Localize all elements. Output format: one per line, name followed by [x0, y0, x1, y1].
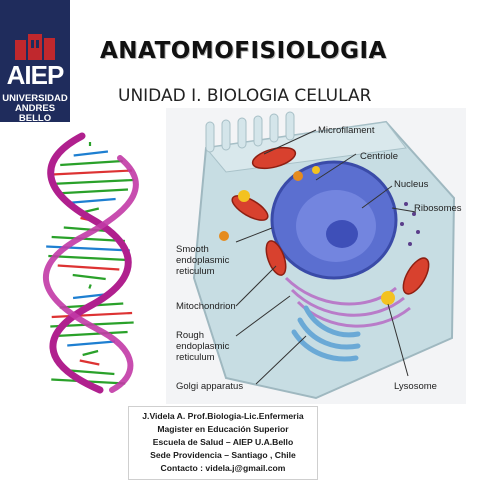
dna-base-pair	[46, 245, 130, 252]
label-lysosome: Lysosome	[394, 381, 437, 392]
dna-base-pair	[51, 169, 132, 176]
ribosomes	[400, 202, 420, 246]
label-rough-er-line2: endoplasmic	[176, 341, 230, 352]
microvilli	[205, 111, 295, 153]
dna-base-pair	[51, 235, 125, 243]
logo-university: UNIVERSIDAD ANDRES BELLO	[0, 94, 70, 124]
label-nucleus: Nucleus	[394, 179, 429, 190]
author-campus-line: Sede Providencia – Santiago , Chile	[150, 450, 296, 460]
dna-base-pair	[55, 330, 128, 338]
label-rough-er-line3: reticulum	[176, 352, 215, 363]
logo-brand: AIEP	[6, 60, 65, 90]
label-rough-er: Rough endoplasmic reticulum	[176, 330, 229, 363]
label-smooth-er-line3: reticulum	[176, 266, 215, 277]
animal-cell-diagram	[166, 108, 466, 404]
callout-lines	[235, 129, 417, 385]
logo-university-line2: ANDRES BELLO	[14, 103, 56, 124]
label-smooth-er: Smooth endoplasmic reticulum	[176, 244, 229, 277]
author-school-line: Escuela de Salud – AIEP U.A.Bello	[152, 437, 294, 447]
page-title: ANATOMOFISIOLOGIA	[100, 38, 387, 64]
aiep-logo: AIEP UNIVERSIDAD ANDRES BELLO	[0, 0, 70, 124]
label-rough-er-line1: Rough	[176, 330, 204, 341]
dna-base-pair	[73, 150, 109, 157]
dna-base-pair	[57, 264, 120, 271]
dna-base-pair	[55, 188, 129, 195]
dna-base-pair	[67, 340, 116, 347]
golgi-apparatus	[291, 305, 361, 362]
dna-base-pair	[72, 273, 106, 281]
dna-base-pair	[60, 159, 123, 167]
author-degree-line: Magister en Educación Superior	[157, 424, 289, 434]
dna-base-pair	[50, 178, 134, 186]
dna-base-pair	[79, 359, 100, 366]
dna-base-pair	[51, 311, 133, 319]
nucleolus	[326, 220, 358, 248]
mitochondria	[231, 146, 430, 295]
author-contact-box: J.Videla A. Prof.Biologia-Lic.Enfermeria…	[128, 406, 318, 480]
label-mitochondrion: Mitochondrion	[176, 301, 236, 312]
dna-base-pair	[88, 284, 92, 289]
label-golgi-apparatus: Golgi apparatus	[176, 381, 244, 392]
dna-base-pair	[48, 254, 128, 262]
logo-university-line1: UNIVERSIDAD	[2, 93, 68, 104]
dna-base-pair	[82, 349, 99, 357]
label-microfilament: Microfilament	[318, 125, 375, 136]
label-smooth-er-line1: Smooth	[176, 244, 209, 255]
building-icon	[15, 34, 55, 60]
vesicles	[219, 166, 395, 305]
label-centriole: Centriole	[360, 151, 399, 162]
dna-strand-b	[42, 155, 139, 393]
author-email-line: Contacto : videla.j@gmail.com	[160, 463, 286, 473]
page-subtitle: UNIDAD I. BIOLOGIA CELULAR	[118, 86, 372, 106]
dna-strand-a	[47, 132, 132, 394]
label-smooth-er-line2: endoplasmic	[176, 255, 230, 266]
author-name-line: J.Videla A. Prof.Biologia-Lic.Enfermeria	[142, 411, 304, 421]
dna-base-pair	[66, 197, 116, 205]
label-ribosomes: Ribosomes	[414, 203, 462, 214]
dna-helix-illustration	[42, 132, 139, 394]
